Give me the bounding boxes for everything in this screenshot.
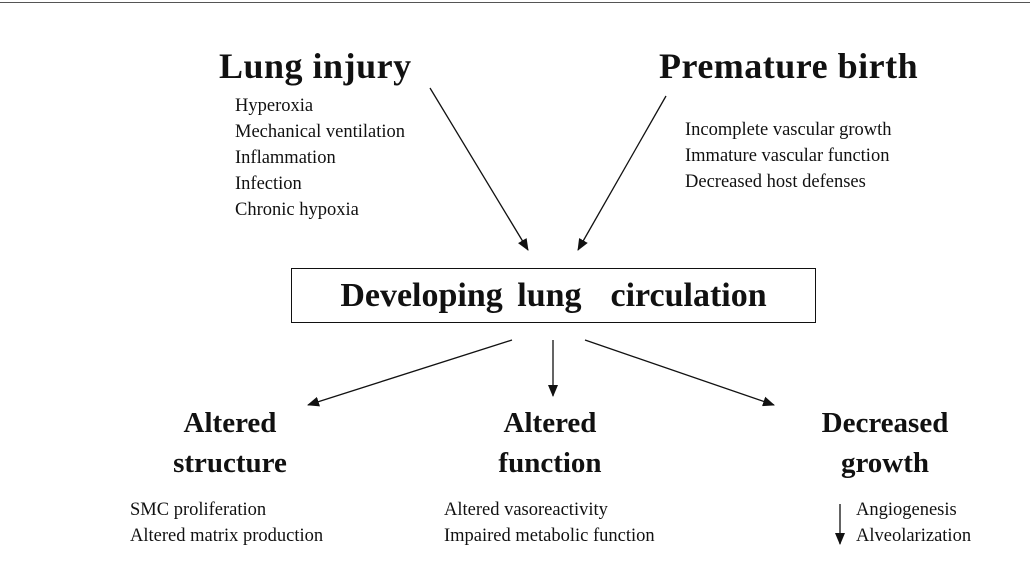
arrow-center-to-growth	[584, 339, 775, 407]
list-item: SMC proliferation	[130, 500, 267, 520]
list-item: Decreased host defenses	[685, 172, 866, 192]
list-item: Inflammation	[235, 148, 336, 168]
list-item: Mechanical ventilation	[235, 122, 406, 142]
decreased-growth-list: Angiogenesis Alveolarization	[856, 497, 971, 549]
arrow-lung-injury-to-center	[429, 87, 529, 251]
title-line: function	[498, 447, 602, 479]
title-line: Decreased	[821, 407, 949, 439]
list-item: Angiogenesis	[856, 500, 957, 520]
lung-injury-title: Lung injury	[219, 46, 412, 86]
title-line: Altered	[503, 407, 597, 439]
list-item: Alveolarization	[856, 526, 972, 546]
title-line: structure	[173, 447, 287, 479]
list-item: Hyperoxia	[235, 96, 314, 116]
lung-injury-list: Hyperoxia Mechanical ventilation Inflamm…	[235, 93, 405, 223]
altered-function-list: Altered vasoreactivity Impaired metaboli…	[444, 497, 655, 549]
arrow-premature-birth-to-center	[577, 95, 667, 251]
decreased-growth-title: Decreased growth	[790, 403, 980, 483]
center-title: Developing lung circulation	[340, 276, 767, 314]
premature-birth-title: Premature birth	[659, 46, 919, 86]
developing-lung-circulation-box: Developing lung circulation	[291, 268, 816, 323]
top-border-line	[0, 2, 1030, 3]
altered-function-title: Altered function	[458, 403, 642, 483]
altered-structure-list: SMC proliferation Altered matrix product…	[130, 497, 323, 549]
title-line: Altered	[183, 407, 277, 439]
list-item: Altered matrix production	[130, 526, 324, 546]
list-item: Incomplete vascular growth	[685, 120, 892, 140]
list-item: Infection	[235, 174, 302, 194]
arrow-center-to-structure	[307, 339, 513, 407]
title-line: growth	[840, 447, 930, 479]
list-item: Impaired metabolic function	[444, 526, 655, 546]
list-item: Chronic hypoxia	[235, 200, 359, 220]
list-item: Immature vascular function	[685, 146, 890, 166]
list-item: Altered vasoreactivity	[444, 500, 608, 520]
premature-birth-list: Incomplete vascular growth Immature vasc…	[685, 117, 892, 195]
altered-structure-title: Altered structure	[140, 403, 320, 483]
